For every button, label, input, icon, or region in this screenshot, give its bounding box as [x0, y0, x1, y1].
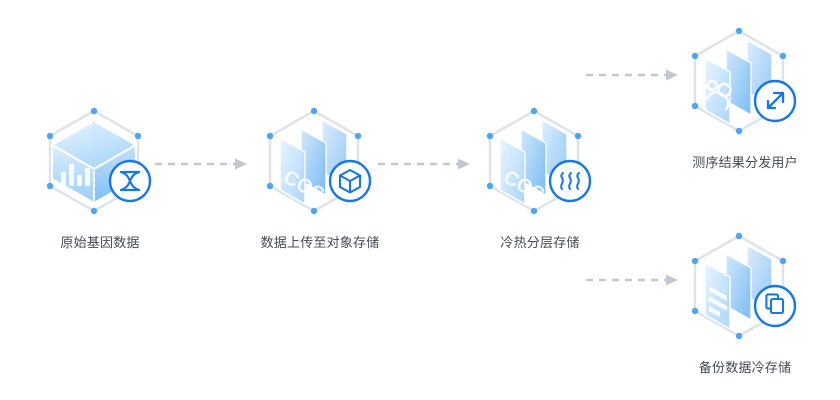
storage-plates: [704, 243, 773, 331]
connector-tiered-to-cold-backup: [586, 273, 682, 287]
node-upload-cos-label: 数据上传至对象存储: [260, 235, 380, 250]
isometric-cube-body: [49, 119, 139, 205]
node-tiered-store[interactable]: COS: [460, 103, 620, 252]
node-tiered-store-label: 冷热分层存储: [500, 235, 580, 250]
vertex-dots: [46, 107, 142, 215]
connector-upload-to-tiered: [378, 157, 474, 171]
node-raw-data-figure: [20, 103, 180, 228]
document-lines-glyph: [709, 286, 727, 317]
storage-plates: [704, 38, 773, 126]
node-distribute-label: 测序结果分发用户: [692, 155, 798, 170]
cube-box-icon: [328, 159, 372, 203]
node-tiered-store-figure: COS: [460, 103, 620, 228]
share-external-link-icon: [753, 79, 797, 123]
dna-helix-icon: [108, 159, 152, 203]
node-distribute-figure: [665, 23, 825, 148]
connector-raw-to-upload: [155, 157, 251, 171]
storage-plates: [279, 118, 348, 206]
connector-tiered-to-distribute: [586, 68, 682, 82]
node-upload-cos[interactable]: COS 数据上传至对象存储: [240, 103, 400, 252]
bar-chart-glyph: [61, 164, 90, 186]
node-raw-data-label: 原始基因数据: [60, 235, 140, 250]
node-raw-data[interactable]: 原始基因数据: [20, 103, 180, 252]
node-distribute[interactable]: 测序结果分发用户: [665, 23, 825, 172]
heat-waves-icon: [548, 159, 592, 203]
node-cold-backup-figure: [665, 228, 825, 353]
users-glyph: [697, 79, 732, 111]
node-cold-backup[interactable]: 备份数据冷存储: [665, 228, 825, 377]
node-upload-cos-figure: COS: [240, 103, 400, 228]
node-cold-backup-label: 备份数据冷存储: [698, 360, 792, 375]
vertex-dots: [691, 232, 787, 340]
copy-duplicate-icon: [753, 284, 797, 328]
